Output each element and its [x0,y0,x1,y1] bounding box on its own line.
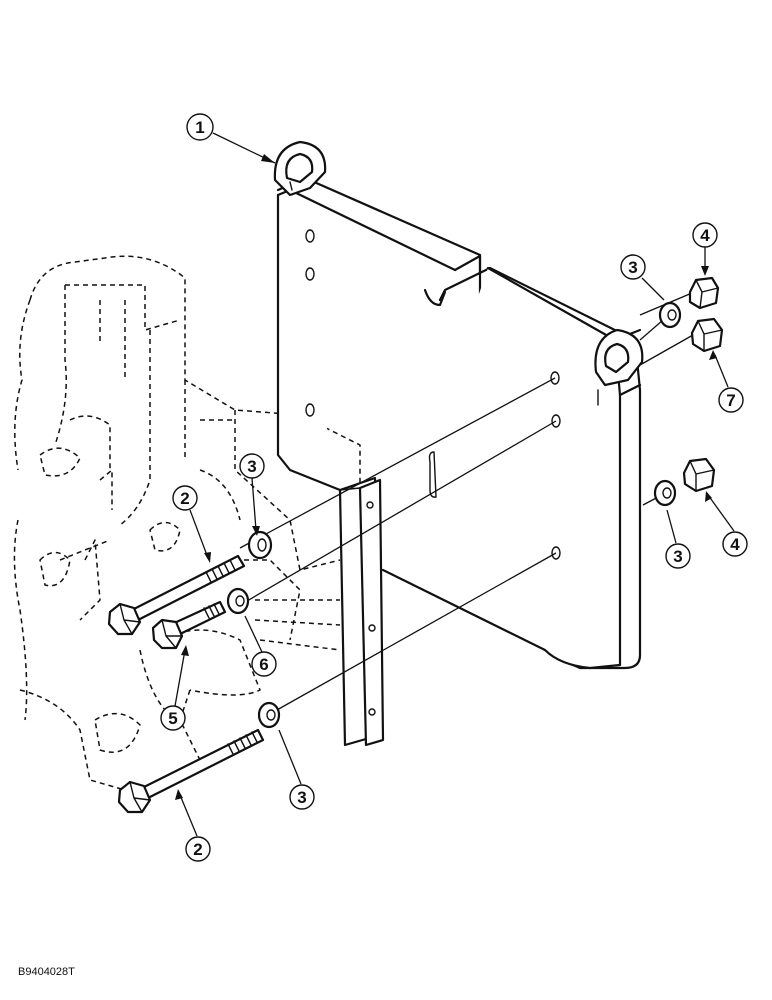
svg-text:7: 7 [726,391,735,410]
svg-text:3: 3 [297,788,306,807]
callout-3-upper-left: 3 [239,453,265,479]
callout-1: 1 [186,113,214,141]
callout-7: 7 [718,387,744,413]
right-lifting-lug [594,328,644,406]
svg-text:3: 3 [628,258,637,277]
callout-2-upper: 2 [172,485,198,511]
svg-text:6: 6 [259,655,268,674]
nut-upper [688,276,720,310]
tractor-front-frame [13,255,361,791]
callout-3-upper-right: 3 [620,254,646,280]
callout-5: 5 [160,705,186,731]
callout-leaders [174,132,735,837]
svg-text:4: 4 [730,535,740,554]
svg-text:4: 4 [700,226,710,245]
long-bolt-lower [117,728,265,814]
assembly-lines [234,292,694,716]
svg-text:3: 3 [673,547,682,566]
washer-upper-right [658,301,682,329]
callout-3-lower-right: 3 [665,543,691,569]
washer-upper-left [247,530,273,560]
long-bolt-upper [107,554,246,636]
washer-lower-left [257,701,281,729]
callout-3-lower-left: 3 [289,784,315,810]
figure-id: B9404028T [18,966,75,978]
svg-text:3: 3 [247,457,256,476]
callout-2-lower: 2 [185,836,211,862]
counterweight [273,140,644,670]
svg-text:5: 5 [168,709,177,728]
callout-4-lower: 4 [722,531,748,557]
nut-jam [690,317,724,353]
washer-lower-right [653,479,677,507]
short-bolt [151,600,227,650]
washer-middle-left [226,587,250,615]
svg-text:2: 2 [193,840,202,859]
nut-lower [682,457,716,493]
mounting-bracket [338,476,385,747]
left-lifting-lug [273,140,327,197]
callout-6: 6 [251,651,277,677]
callout-4-upper: 4 [692,222,718,248]
svg-text:2: 2 [180,489,189,508]
svg-text:1: 1 [195,118,204,137]
